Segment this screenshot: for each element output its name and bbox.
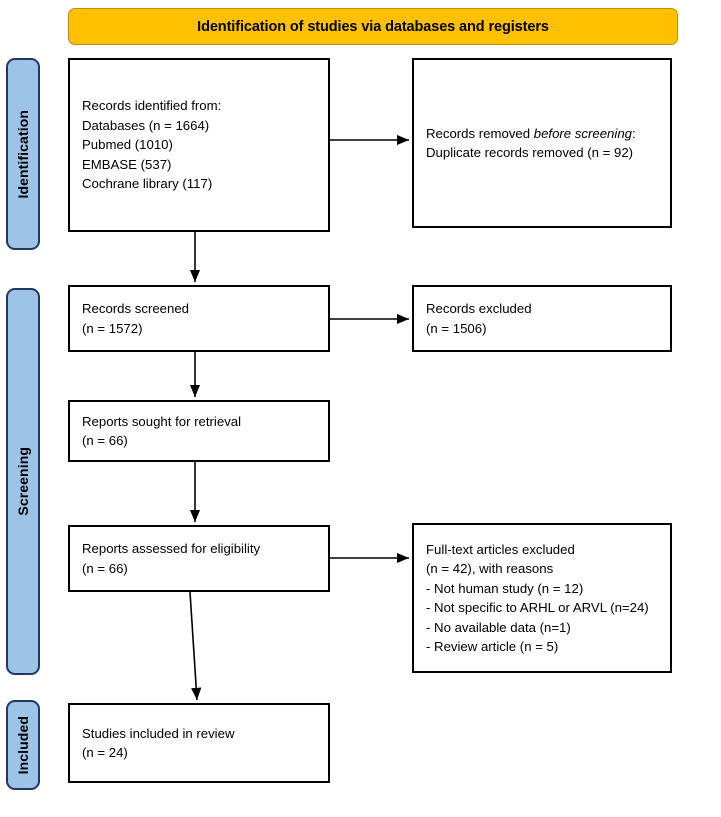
banner-title: Identification of studies via databases … [197, 18, 549, 35]
stage-bar-identification: Identification [6, 58, 40, 250]
box-records-excluded: Records excluded (n = 1506) [412, 285, 672, 352]
removed-line2: Duplicate records removed (n = 92) [426, 145, 634, 160]
stage-label-included: Included [15, 715, 31, 775]
arrow-assessed-to-included [189, 591, 202, 701]
box-studies-included-text: Studies included in review (n = 24) [82, 725, 235, 761]
box-records-screened-text: Records screened (n = 1572) [82, 301, 190, 336]
box-records-excluded-text: Records excluded (n = 1506) [426, 301, 532, 336]
stage-label-identification: Identification [15, 109, 31, 199]
box-records-removed: Records removed before screening: Duplica… [412, 58, 672, 228]
box-fulltext-excluded-text: Full-text articles excluded (n = 42), wi… [426, 541, 649, 655]
box-records-screened: Records screened (n = 1572) [68, 285, 330, 352]
box-records-removed-text: Records removed before screening: Duplica… [426, 124, 636, 163]
identification-banner: Identification of studies via databases … [68, 8, 678, 45]
stage-bar-screening: Screening [6, 288, 40, 675]
stage-bar-included: Included [6, 700, 40, 790]
box-studies-included: Studies included in review (n = 24) [68, 703, 330, 783]
box-reports-sought-text: Reports sought for retrieval (n = 66) [82, 413, 242, 449]
box-reports-assessed: Reports assessed for eligibility (n = 66… [68, 525, 330, 592]
box-records-identified: Records identified from: Databases (n = … [68, 58, 330, 232]
removed-line1-pre: Records removed [426, 125, 534, 141]
box-records-identified-text: Records identified from: Databases (n = … [82, 98, 222, 192]
removed-line1-italic: before screening [533, 125, 632, 141]
box-reports-sought: Reports sought for retrieval (n = 66) [68, 400, 330, 462]
box-reports-assessed-text: Reports assessed for eligibility (n = 66… [82, 541, 261, 576]
box-fulltext-excluded: Full-text articles excluded (n = 42), wi… [412, 523, 672, 673]
removed-line1-post: : [632, 125, 636, 141]
stage-label-screening: Screening [15, 447, 31, 516]
